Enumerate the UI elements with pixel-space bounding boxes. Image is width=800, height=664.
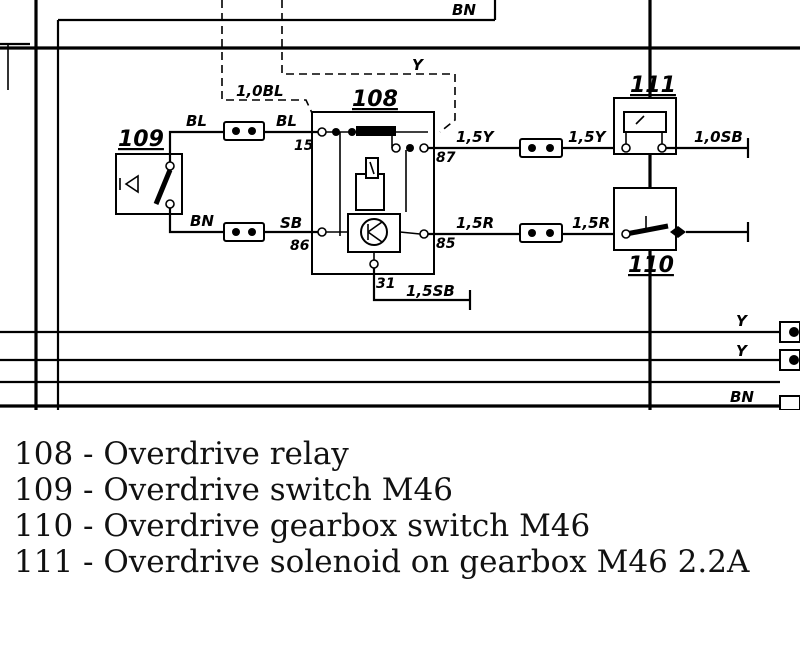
wiring-diagram: BN Y 1,0BL 108 15 86 87 85 31: [0, 0, 800, 410]
switch-109-id: 109: [118, 127, 164, 152]
edge-label-bn: BN: [730, 388, 754, 406]
wire-label-bl-left: BL: [186, 112, 207, 130]
legend-item-109: 109 - Overdrive switch M46: [14, 472, 453, 508]
component-legend: 108 - Overdrive relay 109 - Overdrive sw…: [14, 436, 749, 580]
relay-108-id: 108: [352, 87, 398, 112]
wire-label-y-dashed: Y: [412, 56, 425, 74]
wire-label-sb: SB: [280, 214, 302, 232]
wire-label-1-5r: 1,5R: [456, 214, 494, 232]
relay-108: [311, 111, 435, 275]
legend-item-108: 108 - Overdrive relay: [14, 436, 349, 472]
edge-label-y1: Y: [736, 312, 749, 330]
wire-label-1-5r-b: 1,5R: [572, 214, 610, 232]
gearbox-switch-110: [613, 187, 750, 251]
relay-pin-87: 87: [436, 150, 456, 166]
legend-item-110: 110 - Overdrive gearbox switch M46: [14, 508, 591, 544]
switch-109: [115, 153, 183, 215]
relay-pin-31: 31: [376, 276, 395, 292]
wire-label-top-bn: BN: [452, 1, 476, 19]
wire-label-bl-right: BL: [276, 112, 297, 130]
gearbox-switch-110-id: 110: [628, 253, 674, 278]
solenoid-111: [613, 97, 750, 158]
edge-label-y2: Y: [736, 342, 749, 360]
relay-pin-85: 85: [436, 236, 456, 252]
wire-label-1-5y: 1,5Y: [456, 128, 496, 146]
frame-lines: [0, 0, 800, 410]
wire-bl: [168, 130, 224, 162]
solenoid-111-id: 111: [630, 73, 676, 98]
dashed-y-wire: [281, 0, 456, 133]
wire-label-1-5y-b: 1,5Y: [568, 128, 608, 146]
wire-bn: [168, 208, 224, 234]
wire-label-1-0sb: 1,0SB: [694, 128, 743, 146]
wire-label-bn-left: BN: [190, 212, 214, 230]
wire-ground: [372, 268, 470, 302]
wire-label-1-5sb: 1,5SB: [406, 282, 455, 300]
relay-pin-86: 86: [290, 238, 310, 254]
legend-item-111: 111 - Overdrive solenoid on gearbox M46 …: [14, 544, 750, 580]
wire-label-1-0bl: 1,0BL: [236, 82, 284, 100]
relay-pin-15: 15: [294, 138, 314, 154]
edge-connectors: [779, 321, 800, 410]
